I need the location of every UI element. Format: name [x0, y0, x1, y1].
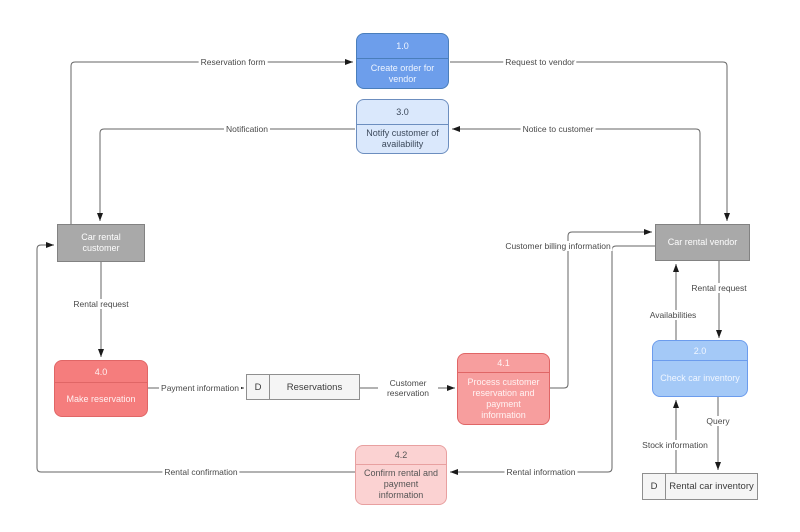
entity-car-rental-vendor: Car rental vendor: [655, 224, 750, 261]
flow-line-customer-billing-information: [550, 229, 652, 389]
flow-label-stock-information: Stock information: [640, 440, 710, 450]
data-store-label: Rental car inventory: [669, 481, 754, 492]
process-make-reservation: 4.0 Make reservation: [54, 360, 148, 417]
entity-label: Car rental customer: [81, 232, 121, 253]
flow-line-notification: [97, 128, 355, 221]
flow-label-rental-request-customer: Rental request: [71, 299, 131, 309]
flow-label-rental-request-vendor: Rental request: [689, 283, 749, 293]
flow-label-query: Query: [704, 416, 732, 426]
entity-car-rental-customer: Car rental customer: [57, 224, 145, 262]
flow-line-notice-to-customer: [452, 126, 701, 224]
flow-label-customer-billing-information: Customer billing information: [503, 241, 613, 251]
process-label: Process customer reservation and payment…: [467, 376, 540, 420]
process-label: Create order for vendor: [370, 62, 435, 84]
process-number: 3.0: [357, 100, 448, 125]
process-label: Notify customer of availability: [366, 128, 439, 149]
process-label: Make reservation: [66, 394, 136, 404]
flow-label-notification: Notification: [223, 124, 271, 134]
data-store-prefix: D: [643, 474, 666, 499]
data-store-label: Reservations: [286, 381, 343, 393]
process-create-order-for-vendor: 1.0 Create order for vendor: [356, 33, 449, 89]
process-label: Confirm rental and payment information: [363, 468, 439, 500]
flow-label-rental-information: Rental information: [504, 467, 578, 477]
data-store-rental-car-inventory: D Rental car inventory: [642, 473, 758, 500]
process-check-car-inventory: 2.0 Check car inventory: [652, 340, 748, 397]
process-number: 4.0: [55, 361, 147, 383]
process-label: Check car inventory: [660, 373, 740, 383]
flow-line-rental-confirmation: [36, 242, 355, 473]
flow-line-request-to-vendor: [450, 61, 730, 221]
process-confirm-rental: 4.2 Confirm rental and payment informati…: [355, 445, 447, 505]
flow-label-payment-information: Payment information: [159, 383, 241, 393]
flow-label-rental-confirmation: Rental confirmation: [162, 467, 240, 477]
data-store-prefix: D: [247, 375, 270, 399]
process-number: 2.0: [653, 341, 747, 361]
process-number: 4.2: [356, 446, 446, 465]
entity-label: Car rental vendor: [667, 237, 738, 247]
process-notify-customer-of-availability: 3.0 Notify customer of availability: [356, 99, 449, 154]
flow-label-customer-reservation: Customer reservation: [378, 378, 438, 398]
flow-line-rental-information: [450, 245, 655, 475]
data-store-reservations: D Reservations: [246, 374, 360, 400]
process-number: 4.1: [458, 354, 549, 373]
flow-label-notice-to-customer: Notice to customer: [520, 124, 596, 134]
flow-label-reservation-form: Reservation form: [198, 57, 268, 67]
flow-label-request-to-vendor: Request to vendor: [503, 57, 577, 67]
flow-label-availabilities: Availabilities: [647, 310, 699, 320]
flow-line-reservation-form: [70, 59, 353, 224]
process-number: 1.0: [357, 34, 448, 59]
process-process-customer-reservation: 4.1 Process customer reservation and pay…: [457, 353, 550, 425]
